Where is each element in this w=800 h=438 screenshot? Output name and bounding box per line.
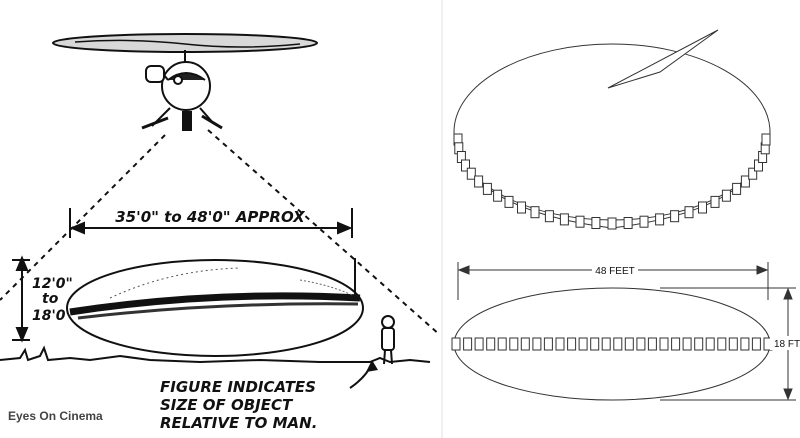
saucer-window-side [567,337,577,351]
saucer-window-side [555,337,565,351]
man-figure [381,315,395,365]
technical-width-label: 48 FEET [595,266,634,277]
saucer-window-side [740,337,750,351]
sketch-height-label-1: 12'0" [32,276,73,292]
saucer-window-side [451,337,461,351]
rotor-blades [52,33,318,53]
saucer-window-side [659,337,669,351]
saucer-window-side [463,337,473,351]
saucer-window-3d [517,201,526,214]
saucer-window-3d [639,215,649,228]
saucer-window-3d [544,210,554,223]
sketch-height-dimension [12,255,30,343]
helicopter-drawing [52,33,318,131]
sketch-note-line-3: RELATIVE TO MAN. [160,414,317,432]
saucer-window-side [578,337,588,351]
saucer-window-3d [655,213,665,226]
saucer-window-3d [670,210,680,223]
sketch-note-line-1: FIGURE INDICATES [160,378,316,396]
saucer-window-3d [761,133,771,146]
saucer-window-side [647,337,657,351]
note-arrow-head [366,360,378,372]
sketch-saucer [66,258,364,357]
sketch-note-line-2: SIZE OF OBJECT [160,396,294,414]
sketch-height-label-3: 18'0" [32,308,73,324]
technical-3d-view [453,29,771,230]
saucer-window-3d [530,206,540,219]
antenna-fin [607,29,719,89]
sketch-width-label: 35'0" to 48'0" APPROX [115,208,306,226]
technical-side-view: 48 FEET 18 FT. [451,262,800,401]
saucer-window-3d [504,195,514,208]
saucer-window-side [613,337,623,351]
saucer-window-side [682,337,692,351]
saucer-window-3d [493,189,503,202]
saucer-window-side [486,337,496,351]
saucer-window-side [728,337,738,351]
saucer-window-side [717,337,727,351]
view-cone-lines [0,129,441,336]
saucer-window-3d [559,213,569,226]
saucer-window-side [636,337,646,351]
saucer-window-3d [698,201,707,214]
saucer-window-3d [607,217,617,230]
window-row-side [451,337,773,351]
saucer-window-side [543,337,553,351]
saucer-window-3d [710,195,720,208]
saucer-window-side [532,337,542,351]
sketch-width-dimension [69,208,353,238]
watermark: Eyes On Cinema [8,409,103,423]
helicopter-cabin [161,61,211,111]
saucer-window-3d [748,167,758,180]
saucer-window-side [705,337,715,351]
technical-height-label: 18 FT. [774,339,800,350]
saucer-window-3d [474,175,484,188]
saucer-window-side [624,337,634,351]
sketch-height-label-2: to [42,291,59,307]
saucer-window-3d [721,189,731,202]
window-row-3d [453,133,771,230]
saucer-window-side [590,337,600,351]
saucer-window-side [671,337,681,351]
ground-line [0,345,431,364]
saucer-window-side [509,337,519,351]
saucer-window-3d [740,175,750,188]
saucer-window-side [474,337,484,351]
saucer-window-3d [732,182,742,195]
saucer-window-3d [461,159,470,172]
saucer-window-3d [591,217,601,229]
saucer-window-3d [575,215,585,228]
saucer-window-side [497,337,507,351]
sketch-panel: 35'0" to 48'0" APPROX 12'0" to 18'0" [0,33,441,432]
saucer-window-side [601,337,611,351]
saucer-window-side [520,337,530,351]
saucer-window-3d [623,217,633,229]
saucer-window-side [694,337,704,351]
saucer-window-side [751,337,761,351]
saucer-window-3d [684,206,694,219]
saucer-window-3d [482,182,492,195]
saucer-window-3d [466,167,476,180]
